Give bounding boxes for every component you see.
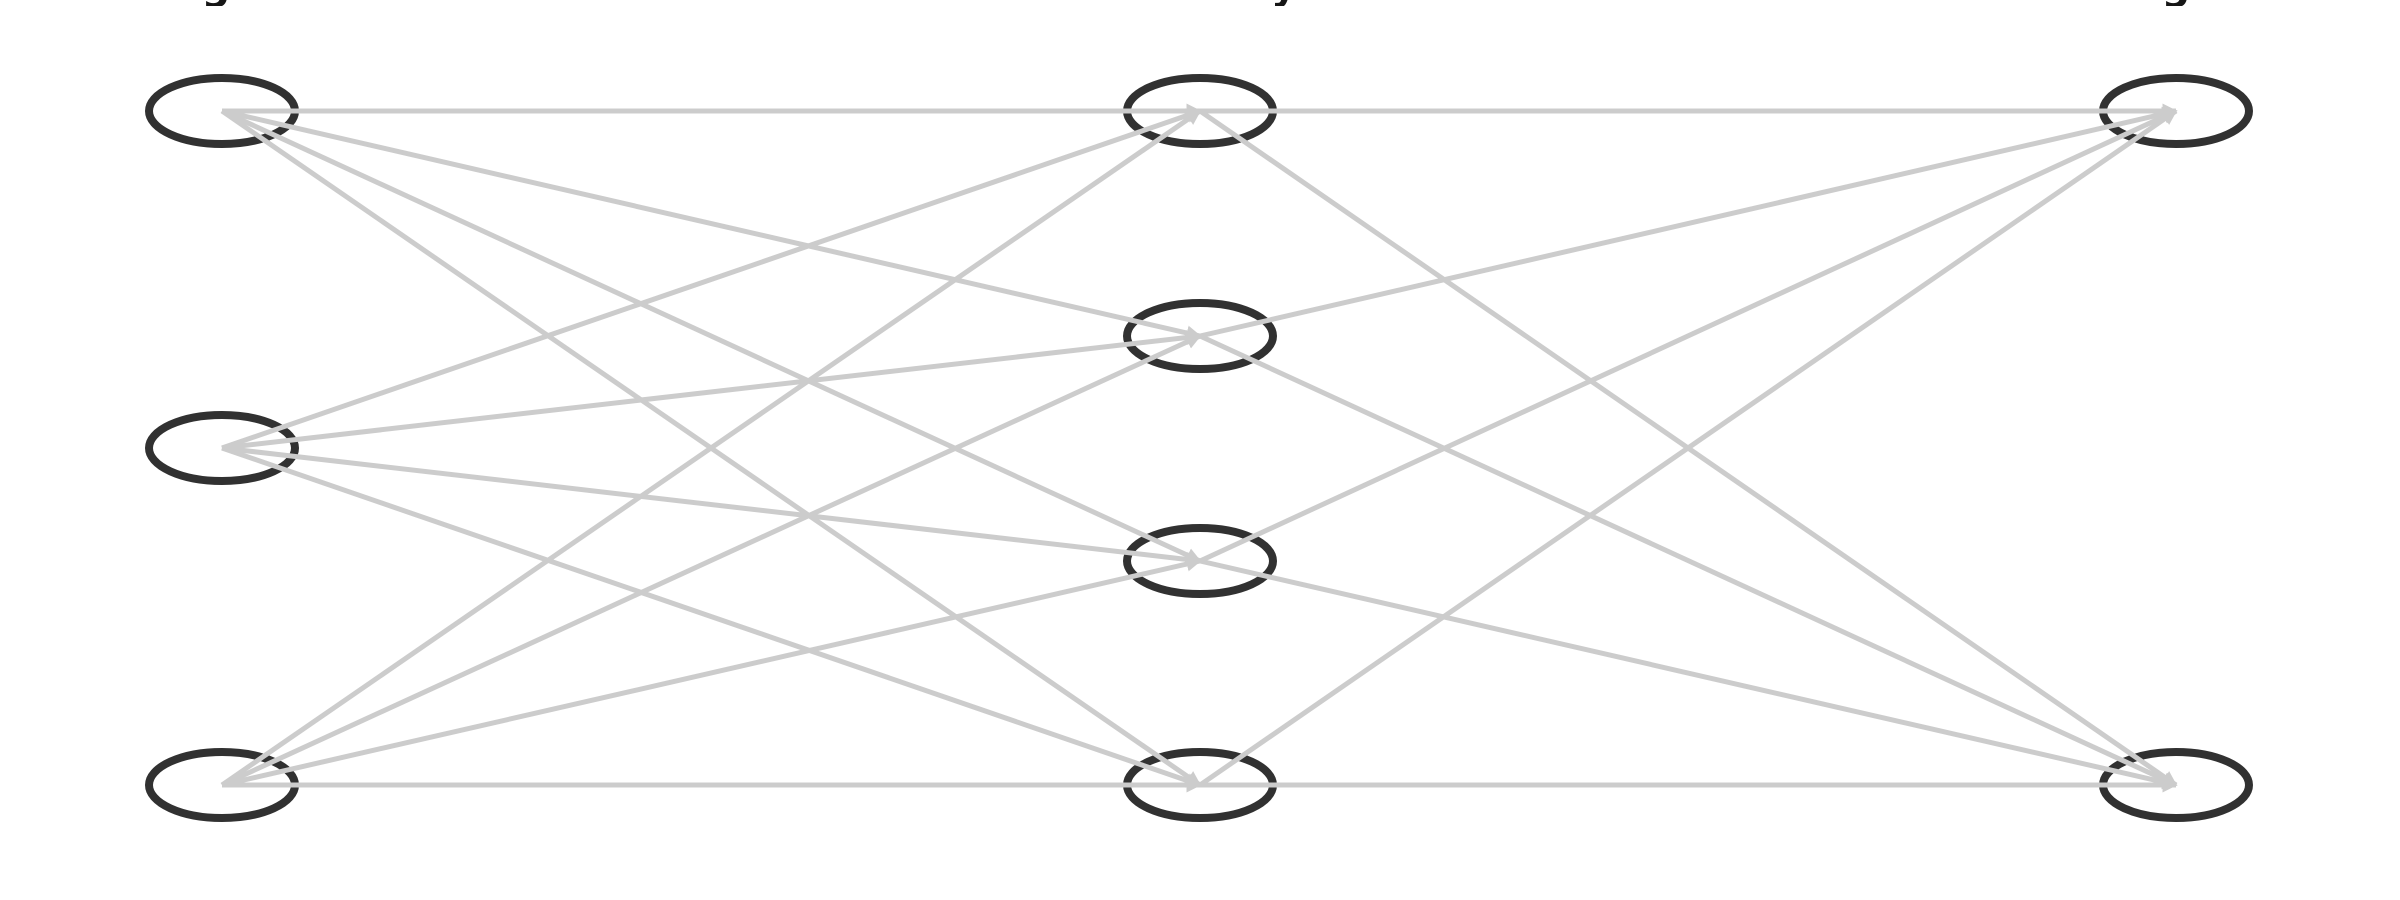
edge-line-1.1-to-2.2 xyxy=(221,108,1202,341)
edge-line-1.2-to-2.4 xyxy=(221,445,1202,788)
edge-line-2.2-to-3.2 xyxy=(1198,333,2178,788)
layer-labels-clip: g y g xyxy=(0,0,2400,6)
layer-label-fragment-hidden: y xyxy=(1271,0,1297,6)
nodes-group xyxy=(145,74,2253,822)
edge-line-2.4-to-3.1 xyxy=(1198,108,2178,788)
edges-group xyxy=(220,103,2178,793)
layer-label-fragment-input: g xyxy=(202,0,231,6)
edge-line-2.3-to-3.1 xyxy=(1198,108,2178,564)
edge-line-2.3-to-3.2 xyxy=(1199,558,2178,790)
edge-line-2.2-to-3.1 xyxy=(1199,106,2178,339)
edge-line-1.2-to-2.2 xyxy=(221,330,1202,451)
edge-line-1.3-to-2.3 xyxy=(221,556,1202,788)
edge-line-1.2-to-2.3 xyxy=(221,445,1202,567)
edge-line-1.1-to-2.3 xyxy=(220,108,1202,564)
edge-line-1.3-to-2.2 xyxy=(220,333,1202,788)
layer-label-fragment-output: g xyxy=(2162,0,2191,6)
edge-line-1.2-to-2.1 xyxy=(221,108,1202,451)
edge-line-1.3-to-2.1 xyxy=(220,108,1202,788)
